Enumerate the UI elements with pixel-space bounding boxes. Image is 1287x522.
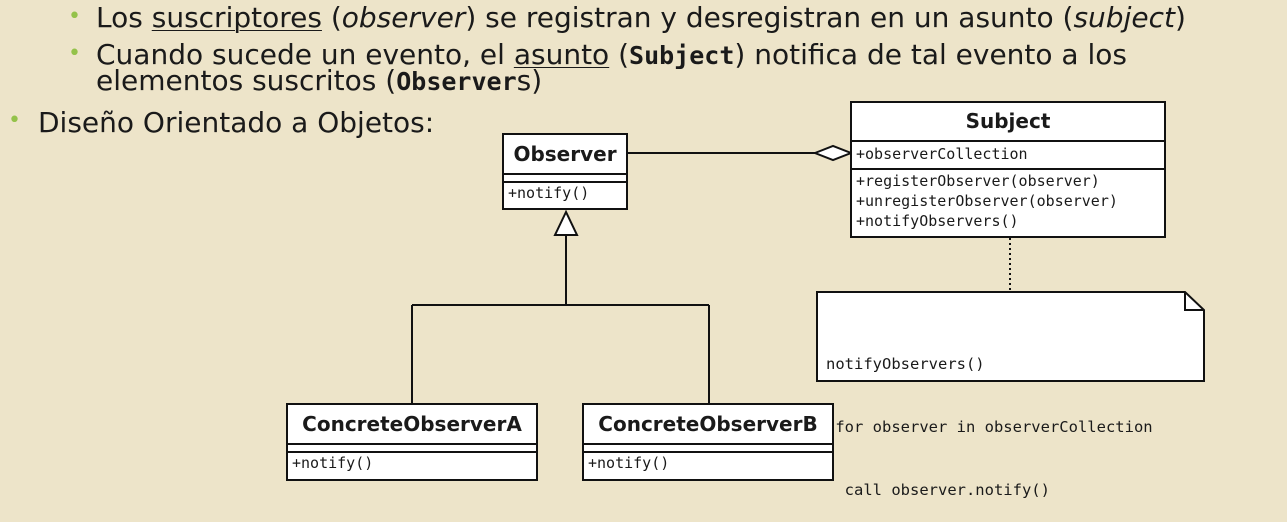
bullet-dot: • <box>68 41 81 66</box>
class-name: Subject <box>852 103 1164 142</box>
underlined-text: asunto <box>513 38 610 71</box>
text: Los <box>96 1 152 34</box>
class-name: ConcreteObserverB <box>584 405 832 445</box>
class-method: +unregisterObserver(observer) <box>856 192 1118 210</box>
class-methods: +registerObserver(observer) +unregisterO… <box>852 170 1164 231</box>
class-attributes <box>288 445 536 453</box>
bullet-line-2: Cuando sucede un evento, el asunto (Subj… <box>96 41 1127 70</box>
text: ( <box>321 1 342 34</box>
class-attributes <box>584 445 832 453</box>
code-text: Observer <box>396 67 517 96</box>
note-line: notifyObservers() <box>826 355 985 373</box>
text: ) notifica de tal evento a los <box>734 38 1127 71</box>
code-text: Subject <box>629 41 735 70</box>
class-attributes <box>504 175 626 183</box>
note-fold <box>1184 292 1204 311</box>
class-method: +notify() <box>588 454 670 472</box>
note-line: for observer in observerCollection <box>826 418 1153 436</box>
concrete-observer-b-class: ConcreteObserverB +notify() <box>582 403 834 481</box>
observer-class: Observer +notify() <box>502 133 628 210</box>
class-attribute: +observerCollection <box>852 142 1164 170</box>
concrete-observer-a-class: ConcreteObserverA +notify() <box>286 403 538 481</box>
text: s) <box>516 64 543 97</box>
note-line: call observer.notify() <box>826 481 1050 499</box>
bullet-dot: • <box>8 108 21 133</box>
italic-text: observer <box>341 1 466 34</box>
class-name: ConcreteObserverA <box>288 405 536 445</box>
text: elementos suscritos ( <box>96 64 397 97</box>
bullet-line-1: Los suscriptores (observer) se registran… <box>96 4 1186 32</box>
text: Diseño Orientado a Objetos: <box>38 106 435 139</box>
inheritance-arrow <box>553 209 579 236</box>
class-name: Observer <box>504 135 626 175</box>
main-bullet: Diseño Orientado a Objetos: <box>38 109 434 137</box>
class-method: +registerObserver(observer) <box>856 172 1100 190</box>
subject-class: Subject +observerCollection +registerObs… <box>850 101 1166 238</box>
note-shape <box>816 291 1205 382</box>
text: ) <box>1174 1 1186 34</box>
aggregation-diamond <box>812 144 854 162</box>
italic-text: subject <box>1073 1 1175 34</box>
class-method: +notifyObservers() <box>856 212 1019 230</box>
bullet-line-2-cont: elementos suscritos (Observers) <box>96 67 542 96</box>
underlined-text: suscriptores <box>151 1 322 34</box>
bullet-dot: • <box>68 4 81 29</box>
note-code: notifyObservers() for observer in observ… <box>826 312 1153 522</box>
uml-connectors <box>411 144 1205 404</box>
text: ( <box>609 38 630 71</box>
text: ) se registran y desregistran en un asun… <box>465 1 1074 34</box>
class-method: +notify() <box>508 184 590 202</box>
text: Cuando sucede un evento, el <box>96 38 514 71</box>
class-method: +notify() <box>292 454 374 472</box>
